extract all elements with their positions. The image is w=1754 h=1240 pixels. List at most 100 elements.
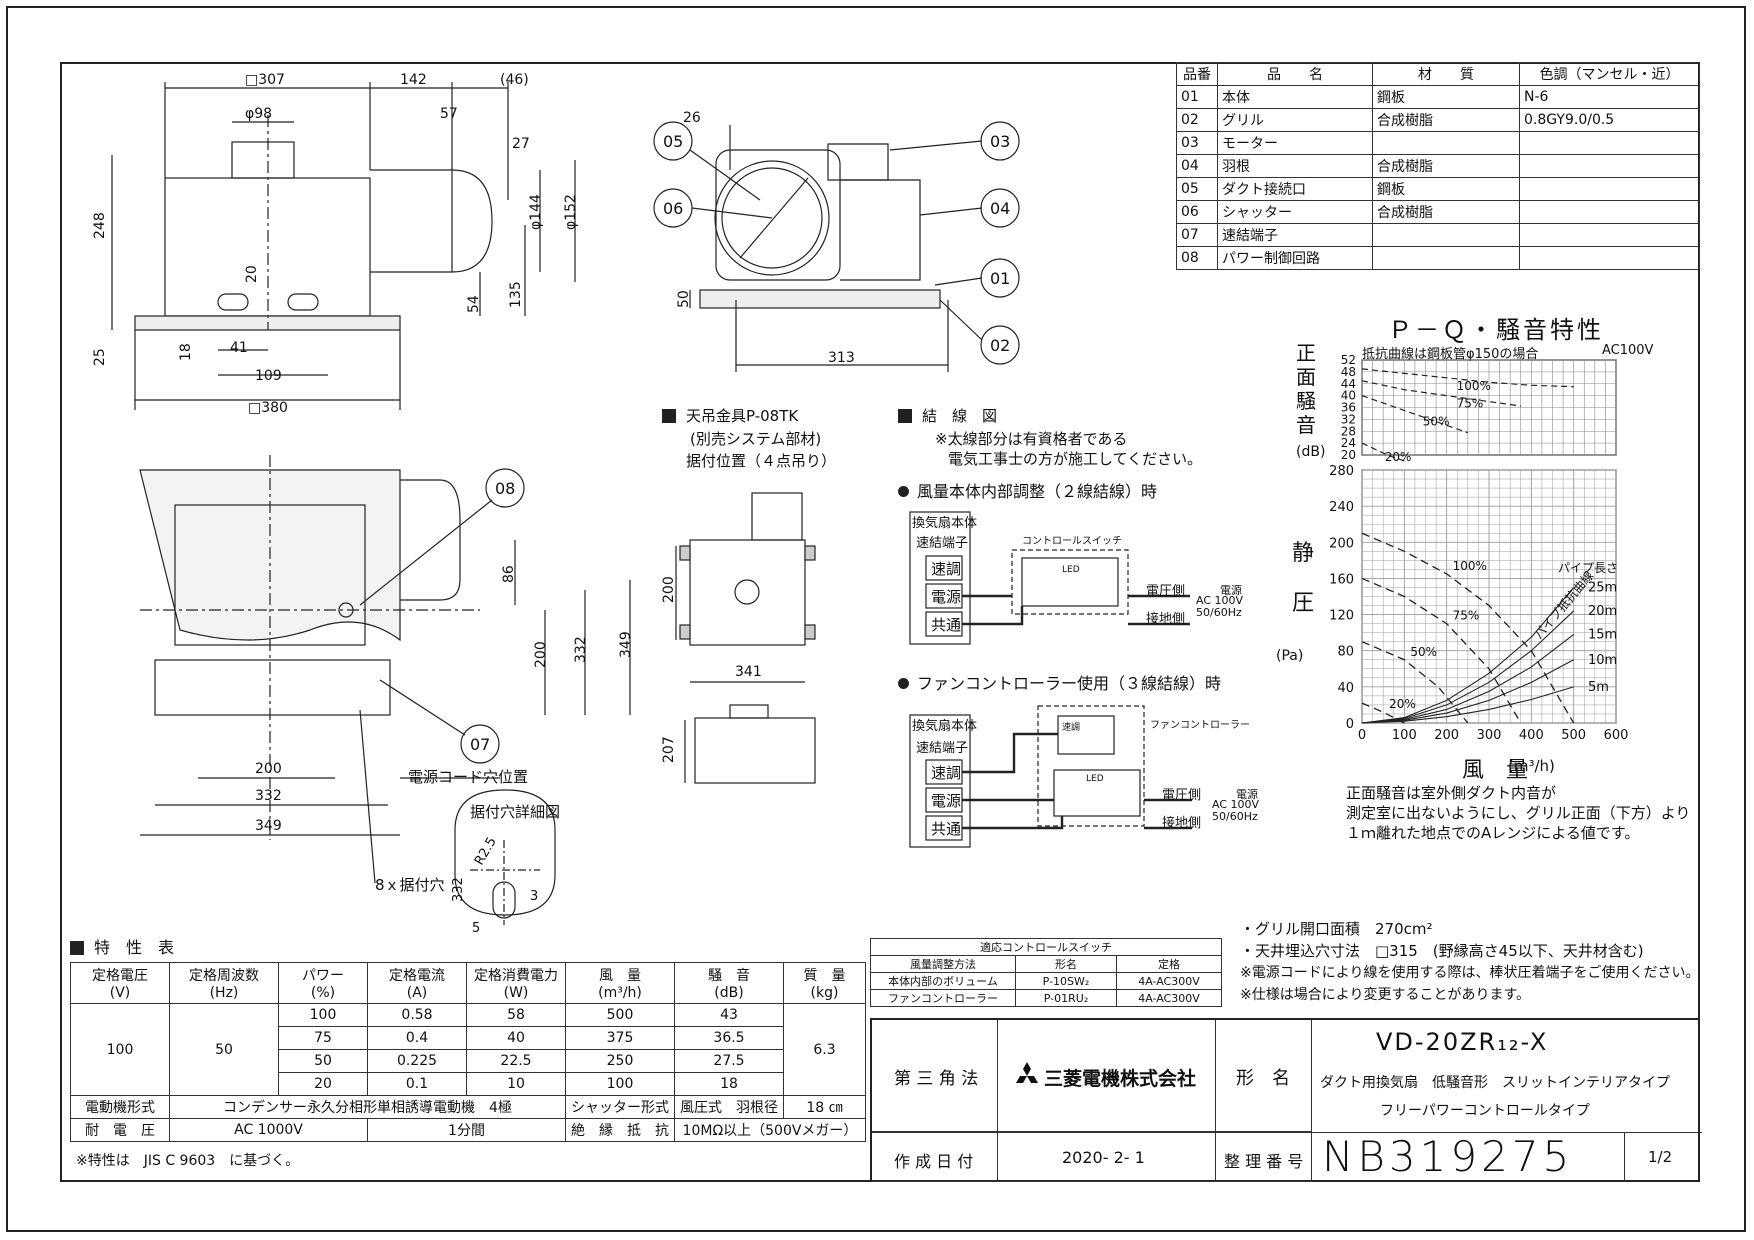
withstand-value: AC 1000V xyxy=(169,1118,368,1142)
dim-text: 207 xyxy=(661,736,677,763)
pq-ytick-label: 120 xyxy=(1329,609,1354,624)
noise-tick-label: 32 xyxy=(1341,412,1356,426)
spec-frequency: 50 xyxy=(169,1003,279,1096)
noise-tick-label: 24 xyxy=(1341,436,1356,450)
spec-motor-row: 電動機形式 コンデンサー永久分相形単相誘導電動機 4極 シャッター形式 風圧式 … xyxy=(70,1095,866,1119)
spec-row: 100 50 100 0.58 58 500 43 6.3 xyxy=(70,1003,866,1096)
dim-text: 341 xyxy=(735,664,762,680)
page-number: 1/2 xyxy=(1648,1148,1673,1166)
dim-text: 200 xyxy=(661,576,677,603)
pq-ytick-label: 200 xyxy=(1329,536,1354,551)
parts-cell: 02 xyxy=(1176,108,1218,132)
parts-header-row: 品番 品 名 材 質 色調（マンセル・近） xyxy=(1176,62,1700,86)
spec-footnote: ※特性は JIS C 9603 に基づく。 xyxy=(76,1153,300,1169)
spec-header: 騒 音(dB) xyxy=(674,962,784,1004)
case1-body-label: 換気扇本体 xyxy=(912,516,978,531)
case1-terminal-speed: 速調 xyxy=(931,560,962,578)
control-header-row: 風量調整方法 形名 定格 xyxy=(870,955,1222,973)
spec-cell: 250 xyxy=(565,1049,675,1073)
pq-fan-label: 100% xyxy=(1453,559,1487,573)
spec-cell: 18 xyxy=(674,1072,784,1096)
drawing-sheet xyxy=(6,6,1746,1232)
noise-ylabel: 音 xyxy=(1296,413,1316,437)
pq-resistance-label: 10m xyxy=(1588,653,1617,668)
spec-title: 特 性 表 xyxy=(70,934,174,958)
chart-supply: AC100V xyxy=(1602,343,1654,358)
control-header: 定格 xyxy=(1116,955,1222,973)
parts-cell: 羽根 xyxy=(1217,154,1373,178)
mount-hole-detail xyxy=(454,789,556,925)
noise-series-label: 100% xyxy=(1457,379,1491,393)
parts-cell: 速結端子 xyxy=(1217,223,1373,247)
insulation-value: 10MΩ以上（500Vメガー） xyxy=(674,1118,866,1142)
mount-holes-label: 8ｘ据付穴 xyxy=(375,876,445,894)
wiring-title-text: 結 線 図 xyxy=(922,407,998,425)
pq-xtick-label: 500 xyxy=(1561,728,1586,743)
side-view xyxy=(111,82,576,410)
spec-row: 20 0.1 10 100 18 xyxy=(71,1072,866,1096)
case2-speed-label: 速調 xyxy=(1062,723,1081,733)
pq-fan-label: 20% xyxy=(1389,697,1416,711)
spec-cell: 22.5 xyxy=(466,1049,566,1073)
case2-led: LED xyxy=(1086,774,1104,784)
withstand-time: 1分間 xyxy=(367,1118,566,1142)
control-cell: 4A-AC300V xyxy=(1116,989,1222,1007)
parts-cell: 05 xyxy=(1176,177,1218,201)
pq-xtick-label: 300 xyxy=(1477,728,1502,743)
noise-curve xyxy=(1361,395,1469,434)
wiring-note-1: ※太線部分は有資格者である xyxy=(935,430,1128,448)
chart-footnote-1: 正面騒音は室外側ダクト内音が xyxy=(1346,784,1557,802)
parts-cell: 合成樹脂 xyxy=(1372,200,1520,224)
spec-voltage: 100 xyxy=(70,1003,170,1096)
pq-resistance-curve xyxy=(1361,659,1574,724)
spec-cell: 10 xyxy=(466,1072,566,1096)
spec-header: 定格消費電力(W) xyxy=(466,962,566,1004)
spec-mass: 6.3 xyxy=(783,1003,866,1096)
parts-cell: ダクト接続口 xyxy=(1217,177,1373,201)
callout-number: 05 xyxy=(663,132,683,151)
date-cell xyxy=(998,1132,1216,1182)
parts-cell xyxy=(1519,200,1700,224)
pq-xtick-label: 100 xyxy=(1392,728,1417,743)
bottom-view xyxy=(139,455,631,884)
pq-resistance-curve xyxy=(1361,686,1574,724)
chart-subtitle: 抵抗曲線は鋼板管φ150の場合 xyxy=(1362,347,1539,362)
callout-number: 04 xyxy=(990,199,1010,218)
spec-header: 質 量(kg) xyxy=(783,962,866,1004)
noise-ylabel: 正 xyxy=(1296,341,1316,365)
case2-supply-2: AC 100V xyxy=(1212,798,1260,811)
dim-text: 26 xyxy=(683,110,701,126)
noise-ylabel: (dB) xyxy=(1296,444,1325,460)
pq-xtick-label: 600 xyxy=(1604,728,1629,743)
pq-resistance-curve xyxy=(1361,610,1575,724)
control-switch-table: 適応コントロールスイッチ 風量調整方法 形名 定格 本体内部のボリューム P-1… xyxy=(870,938,1222,1007)
model-label-cell xyxy=(1216,1020,1312,1132)
noise-ylabel: 面 xyxy=(1296,365,1316,389)
spec-cell: 0.1 xyxy=(367,1072,467,1096)
control-row: ファンコントローラー P-01RU₂ 4A-AC300V xyxy=(870,989,1222,1007)
note-grille-area: ・グリル開口面積 270cm² xyxy=(1240,920,1433,938)
spec-withstand-row: 耐 電 圧 AC 1000V 1分間 絶 縁 抵 抗 10MΩ以上（500Vメガ… xyxy=(70,1118,866,1142)
top-dim-labels: □307 142 (46) φ98 57 27 248 φ144 φ152 20… xyxy=(92,72,579,416)
motor-value: コンデンサー永久分相形単相誘導電動機 4極 xyxy=(169,1095,566,1119)
title-block: 第 三 角 法 三菱電機株式会社 形 名 VD-20ZR₁₂-X ダクト用換気扇… xyxy=(870,1018,1702,1182)
company-cell xyxy=(998,1020,1216,1132)
dim-text: 332 xyxy=(451,877,466,902)
control-cell: 本体内部のボリューム xyxy=(870,972,1016,990)
spec-title-text: 特 性 表 xyxy=(94,938,175,957)
noise-tick-label: 20 xyxy=(1341,448,1356,462)
spec-cell: 0.4 xyxy=(367,1026,467,1050)
dim-text: φ98 xyxy=(245,106,272,122)
pq-xtick-label: 400 xyxy=(1519,728,1544,743)
case1-terminal-common: 共通 xyxy=(931,616,962,634)
parts-cell: 08 xyxy=(1176,246,1218,270)
dim-text: φ152 xyxy=(563,194,579,230)
projection-cell xyxy=(872,1020,998,1132)
date-label-cell xyxy=(872,1132,998,1182)
spec-header: 定格電圧(V) xyxy=(70,962,170,1004)
pq-ylabel: 圧 xyxy=(1292,591,1314,616)
dim-text: 332 xyxy=(573,636,589,663)
pq-ylabel: (Pa) xyxy=(1276,648,1303,664)
pq-resistance-label: 20m xyxy=(1588,604,1617,619)
